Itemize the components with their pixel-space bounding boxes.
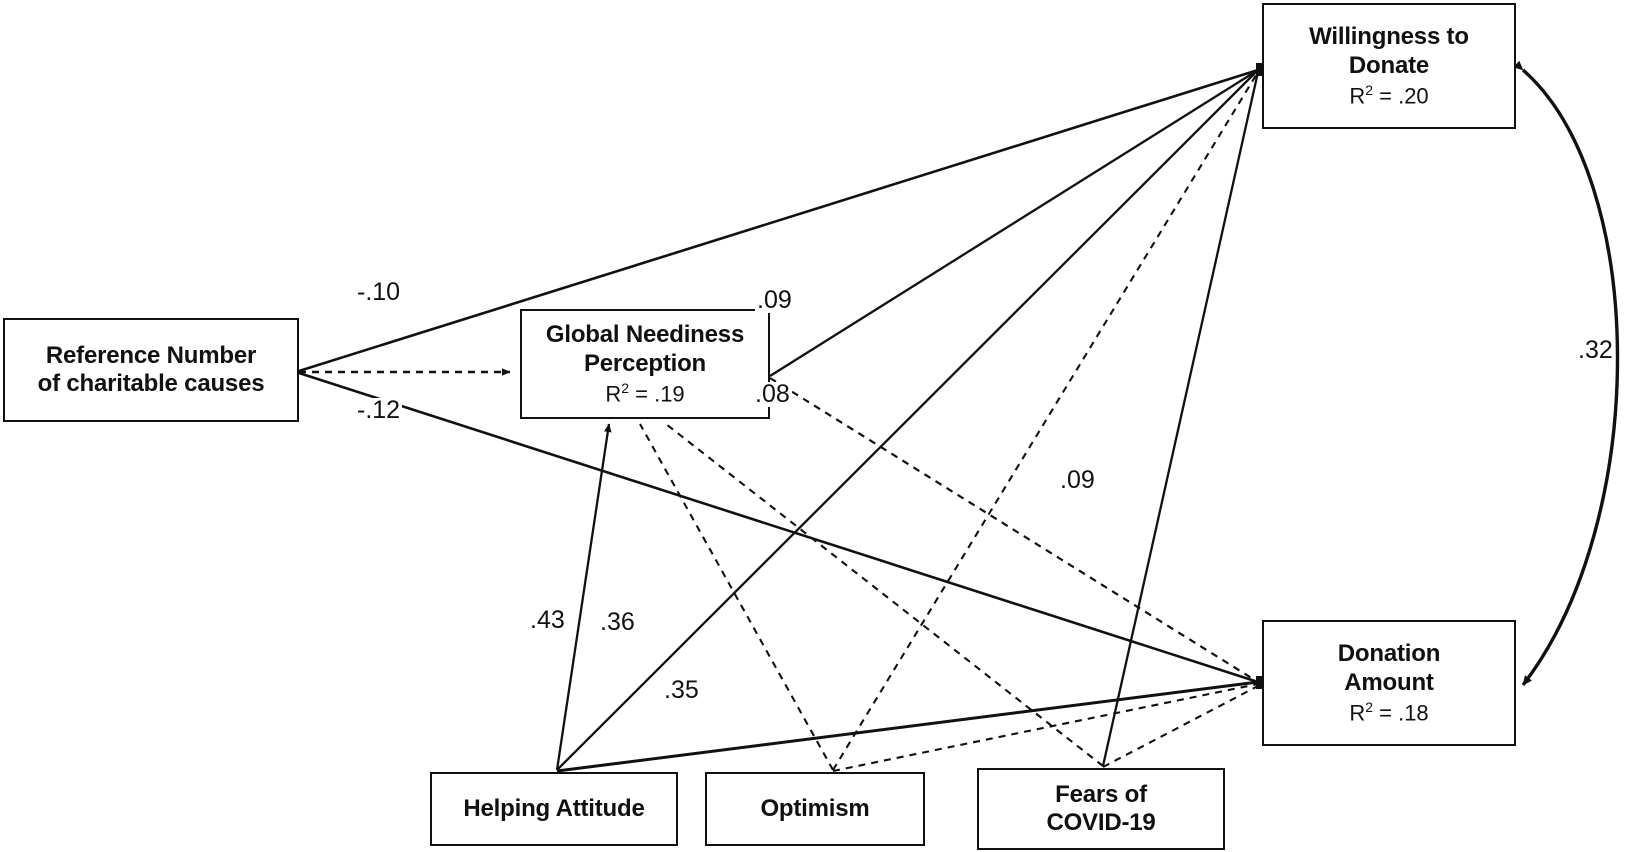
edge-group-global-neediness [769,69,1259,683]
edge-label-covariance: .32 [1576,336,1615,364]
edge-helping-to-neediness[interactable] [555,423,612,771]
edge-ref-to-willingness[interactable] [298,68,1259,373]
node-label: Willingness to Donate [1309,23,1469,79]
node-global-neediness[interactable]: Global Neediness Perception R2 = .19 [520,309,770,419]
node-helping-attitude[interactable]: Helping Attitude [430,772,678,846]
edge-label-ref-to-willingness: -.10 [355,278,403,306]
node-fears-covid[interactable]: Fears of COVID-19 [977,768,1225,850]
node-label: Donation Amount [1337,640,1441,696]
edge-label-ref-to-donation: -.12 [355,396,403,424]
edge-label-helping-to-neediness: .43 [528,606,567,634]
node-label: Global Neediness Perception [545,321,745,377]
node-label: Optimism [760,794,870,822]
node-r2-value: R2 = .19 [605,380,685,407]
edge-fears-to-willingness[interactable] [1101,71,1260,767]
r2-number: .20 [1398,83,1429,109]
node-r2-value: R2 = .18 [1349,699,1429,726]
node-donation-amount[interactable]: Donation Amount R2 = .18 [1262,620,1516,746]
edge-neediness-to-willingness[interactable] [769,69,1259,377]
edge-helping-to-donation[interactable] [556,680,1259,773]
junction-dots [1256,63,1269,689]
node-label: Reference Number of charitable causes [37,341,265,397]
edge-group-helping-attitude [555,69,1259,773]
edge-group-reference-number [298,68,1259,684]
edge-label-neediness-to-donation: .08 [753,380,792,408]
edge-group-covariance [1513,60,1620,687]
edge-neediness-to-donation[interactable] [769,377,1259,683]
r2-number: .19 [654,381,685,407]
edge-label-fears-to-willingness: .09 [1058,466,1097,494]
r2-number: .18 [1398,700,1429,726]
edge-ref-to-donation[interactable] [298,371,1259,684]
node-r2-value: R2 = .20 [1349,82,1429,109]
node-label: Fears of COVID-19 [1046,780,1156,836]
edge-optimism-to-neediness[interactable] [639,423,834,771]
edge-willingness-donation-covariance[interactable] [1513,60,1620,687]
edge-group-optimism [639,71,1259,773]
edge-label-helping-to-donation: .35 [662,676,701,704]
edge-label-neediness-to-willingness: .09 [755,286,794,314]
edge-group-fears-covid [665,71,1260,768]
node-optimism[interactable]: Optimism [705,772,925,846]
edge-fears-to-donation[interactable] [1102,685,1259,768]
node-reference-number[interactable]: Reference Number of charitable causes [3,318,299,422]
edge-fears-to-neediness[interactable] [665,423,1104,767]
node-label: Helping Attitude [463,794,645,822]
edge-helping-to-willingness[interactable] [556,69,1259,771]
edge-optimism-to-willingness[interactable] [832,71,1259,771]
edge-label-helping-to-willingness: .36 [598,608,637,636]
node-willingness-to-donate[interactable]: Willingness to Donate R2 = .20 [1262,3,1516,129]
